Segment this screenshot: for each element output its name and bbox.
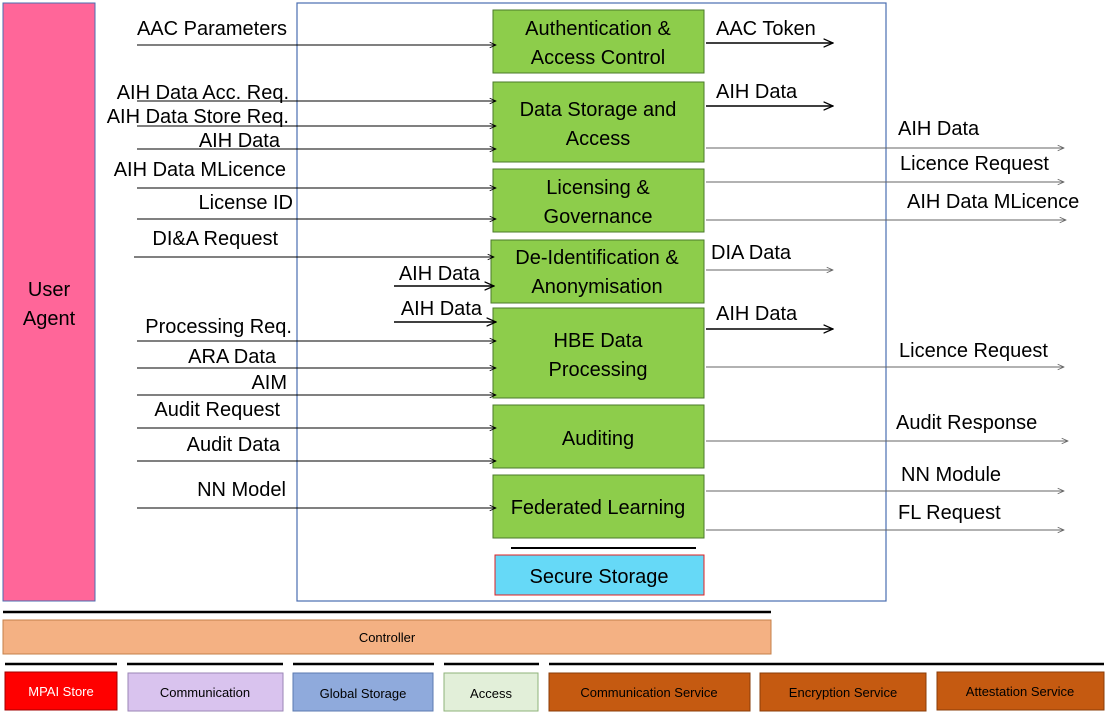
label-nn-model: NN Model <box>197 479 286 501</box>
module-dsa-line2: Access <box>566 128 630 150</box>
module-aac: Authentication & Access Control <box>492 9 705 74</box>
communication-block: Communication <box>127 672 284 712</box>
communication-service-label: Communication Service <box>580 685 717 700</box>
global-storage-label: Global Storage <box>320 686 407 701</box>
label-processing-req: Processing Req. <box>145 316 292 338</box>
label-ara-data: ARA Data <box>188 346 277 368</box>
encryption-service-label: Encryption Service <box>789 685 897 700</box>
input-arrows <box>134 45 496 508</box>
module-hbe-line1: HBE Data <box>554 330 644 352</box>
attestation-service-block: Attestation Service <box>936 671 1105 711</box>
label-audit-request: Audit Request <box>154 399 280 421</box>
external-output-arrows <box>706 148 1068 530</box>
module-hbe-data-processing: HBE Data Processing <box>492 307 705 399</box>
label-aih-data-mlicence-in: AIH Data MLicence <box>114 159 286 181</box>
label-audit-data: Audit Data <box>187 434 281 456</box>
module-dsa-line1: Data Storage and <box>520 99 677 121</box>
label-aih-data-in-2: AIH Data <box>399 263 481 285</box>
label-dia-request: DI&A Request <box>152 228 278 250</box>
user-agent-label-line1: User <box>28 279 71 301</box>
module-fl-label: Federated Learning <box>511 497 686 519</box>
module-hbe-line2: Processing <box>549 359 648 381</box>
module-aac-line2: Access Control <box>531 47 666 69</box>
communication-label: Communication <box>160 685 250 700</box>
access-block: Access <box>443 672 539 712</box>
secure-storage-block: Secure Storage <box>494 554 705 596</box>
label-aih-data-store-req: AIH Data Store Req. <box>107 106 289 128</box>
global-storage-block: Global Storage <box>292 672 434 712</box>
access-label: Access <box>470 686 512 701</box>
module-aac-line1: Authentication & <box>525 18 671 40</box>
module-auditing-label: Auditing <box>562 428 634 450</box>
label-aih-data-acc-req: AIH Data Acc. Req. <box>117 82 289 104</box>
label-licence-request-1: Licence Request <box>900 153 1049 175</box>
label-aac-token: AAC Token <box>716 18 816 40</box>
module-dia-line2: Anonymisation <box>531 276 662 298</box>
label-aih-data-in-1: AIH Data <box>199 130 281 152</box>
label-aih-data-out-2: AIH Data <box>716 303 798 325</box>
label-aim: AIM <box>251 372 287 394</box>
internal-output-arrows <box>706 43 833 329</box>
communication-service-block: Communication Service <box>548 672 751 712</box>
label-aih-data-out-1: AIH Data <box>716 81 798 103</box>
module-dia-line1: De-Identification & <box>515 247 679 269</box>
input-labels: AAC Parameters AIH Data Acc. Req. AIH Da… <box>107 18 483 501</box>
label-dia-data: DIA Data <box>711 242 792 264</box>
module-licensing-governance: Licensing & Governance <box>492 168 705 233</box>
label-fl-request: FL Request <box>898 502 1001 524</box>
module-deidentification-anonymisation: De-Identification & Anonymisation <box>490 239 705 304</box>
controller-label: Controller <box>359 630 416 645</box>
label-aac-parameters: AAC Parameters <box>137 18 287 40</box>
label-aih-data-in-3: AIH Data <box>401 298 483 320</box>
module-lg-line2: Governance <box>544 206 653 228</box>
internal-output-labels: AAC Token AIH Data DIA Data AIH Data <box>711 18 816 325</box>
module-data-storage-access: Data Storage and Access <box>492 81 705 163</box>
controller-block: Controller <box>2 619 772 655</box>
module-lg-line1: Licensing & <box>546 177 650 199</box>
label-license-id: License ID <box>199 192 294 214</box>
label-nn-module: NN Module <box>901 464 1001 486</box>
mpai-store-label: MPAI Store <box>28 684 94 699</box>
label-aih-data-mlicence-out: AIH Data MLicence <box>907 191 1079 213</box>
label-audit-response: Audit Response <box>896 412 1037 434</box>
user-agent-label-line2: Agent <box>23 308 76 330</box>
label-licence-request-2: Licence Request <box>899 340 1048 362</box>
module-auditing: Auditing <box>492 404 705 469</box>
mpai-store-block: MPAI Store <box>4 671 118 711</box>
secure-storage-label: Secure Storage <box>530 566 669 588</box>
ai-workflow-container <box>296 2 887 602</box>
user-agent-block: User Agent <box>2 2 96 602</box>
attestation-service-label: Attestation Service <box>966 684 1074 699</box>
module-federated-learning: Federated Learning <box>492 474 705 539</box>
external-output-labels: AIH Data Licence Request AIH Data MLicen… <box>896 118 1079 524</box>
label-aih-data-out: AIH Data <box>898 118 980 140</box>
encryption-service-block: Encryption Service <box>759 672 927 712</box>
